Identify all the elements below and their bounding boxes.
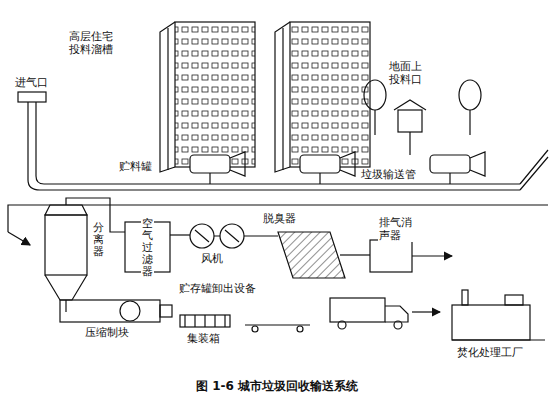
part-label: 空气过滤器	[141, 218, 154, 278]
part-label: 地面上投料口	[388, 60, 423, 86]
part-label: 垃圾输送管	[360, 168, 417, 181]
part-label: 风机	[200, 252, 224, 265]
part-label: 脱臭器	[262, 212, 297, 225]
part-label: 集装箱	[186, 332, 221, 345]
part-label: 排气消声器	[378, 216, 413, 242]
part-label: 贮存罐卸出设备	[178, 282, 257, 295]
part-label: 高层住宅投料溜槽	[68, 30, 114, 56]
part-label: 压缩制块	[84, 326, 130, 339]
part-label: 分离器	[92, 222, 105, 258]
part-label: 焚化处理工厂	[456, 346, 524, 359]
part-label: 进气口	[14, 76, 49, 89]
part-label: 贮料罐	[118, 160, 153, 173]
figure-caption: 图 1-6 城市垃圾回收输送系统	[196, 378, 358, 395]
